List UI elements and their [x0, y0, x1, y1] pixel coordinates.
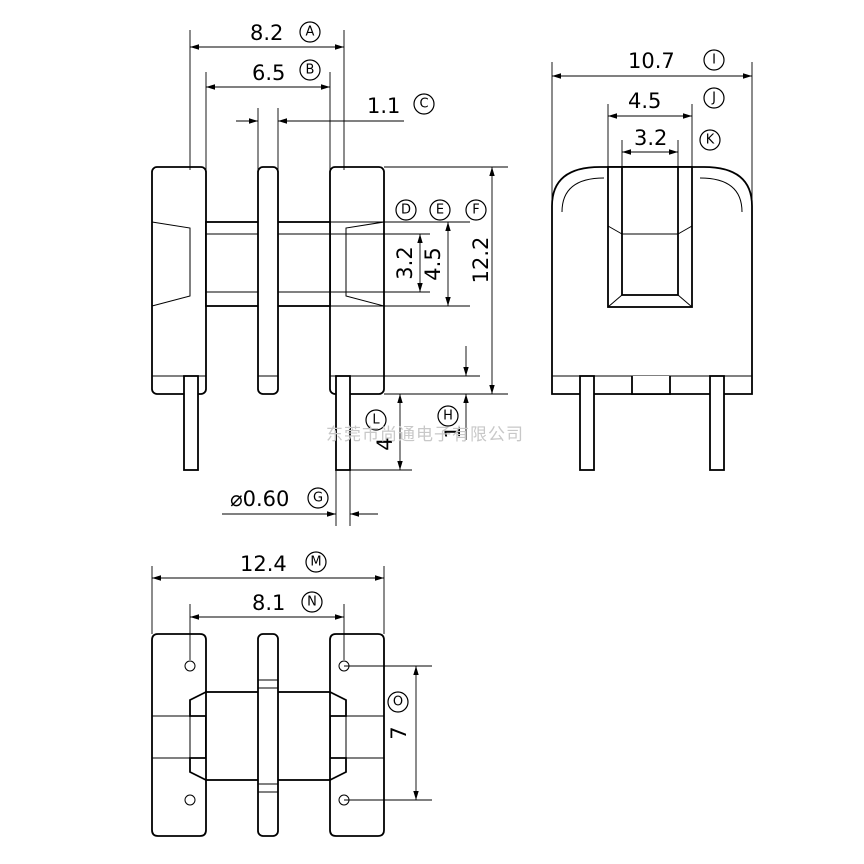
dim-m-marker — [305, 551, 327, 573]
dim-c-marker — [413, 93, 435, 115]
dim-a-value: 8.2 — [250, 21, 283, 45]
dim-j-letter: J — [711, 91, 716, 106]
dim-h-marker — [437, 405, 459, 427]
dim-a-marker — [299, 21, 321, 43]
dim-g-marker — [307, 487, 329, 509]
dim-b-letter: B — [306, 63, 315, 78]
side-left-pin — [579, 375, 595, 471]
dim-b-marker — [299, 59, 321, 81]
side-window — [621, 166, 679, 296]
dim-a-letter: A — [306, 25, 315, 40]
dim-m-value: 12.4 — [240, 552, 287, 576]
right-flange — [329, 166, 385, 395]
dim-e-letter: E — [436, 203, 444, 218]
dim-n-value: 8.1 — [252, 591, 285, 615]
dim-l-marker — [365, 409, 387, 431]
dim-h-value: 1 — [441, 425, 465, 438]
dim-f-value: 12.2 — [469, 237, 493, 284]
dim-o-value: 7 — [387, 726, 411, 739]
dim-k-value: 3.2 — [634, 126, 667, 150]
dim-g-letter: G — [313, 491, 323, 506]
dim-d-value: 3.2 — [393, 246, 417, 279]
pin-hole-tl — [184, 660, 196, 672]
dim-d-marker — [395, 199, 417, 221]
bottom-view: 12.4 M 8.1 N 7 O — [151, 551, 432, 837]
dim-c-value: 1.1 — [367, 94, 400, 118]
dim-k-marker — [699, 129, 721, 151]
side-view: 10.7 I 4.5 J 3.2 K — [551, 49, 753, 471]
pin-hole-bl — [184, 794, 196, 806]
watermark-text: 东莞市尚通电子有限公司 — [326, 425, 524, 445]
dim-l-value: 4 — [373, 437, 397, 450]
dim-n-letter: N — [307, 595, 317, 610]
bottom-middle-flange — [257, 633, 279, 837]
side-notch — [631, 376, 671, 395]
left-flange — [151, 166, 207, 395]
front-view: 8.2 A 6.5 B 1.1 C 3.2 4.5 12.2 — [151, 21, 508, 526]
dim-m-letter: M — [310, 555, 321, 570]
bottom-right-end — [329, 633, 385, 837]
dim-i-value: 10.7 — [628, 49, 675, 73]
dim-n-marker — [301, 591, 323, 613]
dim-o-marker — [387, 691, 409, 713]
middle-flange — [257, 166, 279, 395]
dim-i-marker — [703, 49, 725, 71]
dim-h-letter: H — [443, 409, 453, 424]
dim-b-value: 6.5 — [252, 61, 285, 85]
dim-f-marker — [465, 199, 487, 221]
bottom-left-end — [151, 633, 207, 837]
dim-j-marker — [703, 87, 725, 109]
dim-o-letter: O — [393, 695, 403, 710]
dim-e-marker — [429, 199, 451, 221]
side-right-pin — [709, 375, 725, 471]
dim-j-value: 4.5 — [628, 89, 661, 113]
dim-l-letter: L — [372, 413, 380, 428]
right-pin — [335, 375, 351, 471]
dim-k-letter: K — [706, 133, 715, 148]
left-pin — [183, 375, 199, 471]
dim-d-letter: D — [401, 203, 411, 218]
dim-c-letter: C — [419, 97, 428, 112]
dim-e-value: 4.5 — [421, 247, 445, 280]
dim-f-letter: F — [472, 203, 479, 218]
dim-g-value: ⌀0.60 — [230, 487, 289, 511]
dim-i-letter: I — [712, 53, 716, 68]
